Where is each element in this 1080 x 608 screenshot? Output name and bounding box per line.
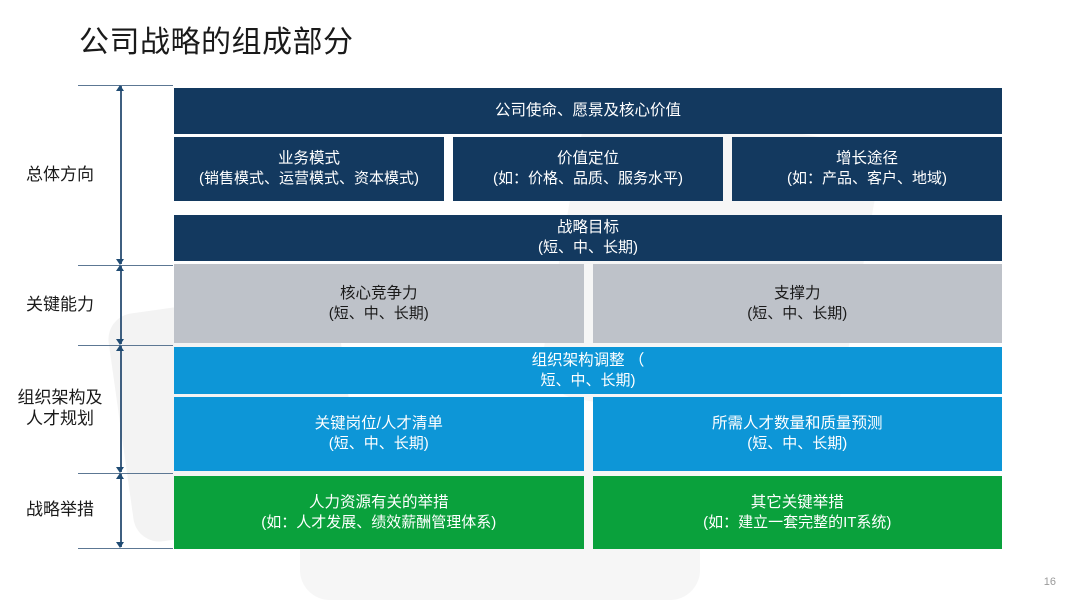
matrix-row-mission: 公司使命、愿景及核心价值 [174,88,1002,134]
cell-line-secondary: (短、中、长期) [538,239,638,256]
axis-range-arrow-key-capability [117,265,124,345]
cell-line-primary: 业务模式 [277,150,340,167]
axis-tick [78,85,173,86]
cell-line-secondary: (短、中、长期) [328,304,429,322]
axis-range-arrow-overall-direction [117,85,124,265]
cell-line-secondary: (如：建立一套完整的IT系统) [703,513,892,531]
cell-line-primary: 核心竞争力 [339,284,418,302]
axis-tick [78,548,173,549]
category-axis: 总体方向 关键能力 组织架构及 人才规划 战略举措 [18,85,173,555]
matrix-cell-support-capability[interactable]: 支撑力 (短、中、长期) [592,264,1002,343]
matrix-cell-core-competence[interactable]: 核心竞争力 (短、中、长期) [174,264,584,343]
matrix-cell-hr-initiatives[interactable]: 人力资源有关的举措 (如：人才发展、绩效薪酬管理体系) [174,476,584,549]
strategy-matrix: 公司使命、愿景及核心价值 业务模式 (销售模式、运营模式、资本模式) 价值定位 … [174,88,1002,549]
cell-gap [584,264,593,343]
cell-line-primary: 其它关键举措 [750,493,844,511]
axis-label-key-capability: 关键能力 [26,295,94,314]
axis-label-initiatives: 战略举措 [26,500,94,519]
cell-line-secondary: (如：价格、品质、服务水平) [493,170,683,187]
cell-line-primary: 人力资源有关的举措 [308,493,449,511]
matrix-row-initiatives: 人力资源有关的举措 (如：人才发展、绩效薪酬管理体系) 其它关键举措 (如：建立… [174,476,1002,549]
axis-tick [78,345,173,346]
axis-range-arrow-initiatives [117,473,124,548]
matrix-cell-growth-path[interactable]: 增长途径 (如：产品、客户、地域) [732,137,1002,201]
cell-gap [584,476,593,549]
matrix-row-org-adjustment: 组织架构调整 （ 短、中、长期) [174,347,1002,394]
cell-line-primary: 所需人才数量和质量预测 [711,415,883,432]
cell-gap [723,137,732,201]
matrix-cell-org-adjustment[interactable]: 组织架构调整 （ 短、中、长期) [174,347,1002,394]
cell-line-secondary: (销售模式、运营模式、资本模式) [199,170,419,187]
cell-line-primary: 战略目标 [556,219,619,236]
page-title: 公司战略的组成部分 [79,26,354,59]
cell-line-primary: 支撑力 [773,284,821,302]
matrix-cell-strategic-goals[interactable]: 战略目标 (短、中、长期) [174,215,1002,261]
matrix-row-direction: 业务模式 (销售模式、运营模式、资本模式) 价值定位 (如：价格、品质、服务水平… [174,137,1002,201]
axis-label-organization: 组织架构及 人才规划 [17,388,103,428]
cell-line-secondary: (如：人才发展、绩效薪酬管理体系) [261,513,497,531]
axis-range-arrow-organization [117,345,124,473]
cell-line-secondary: (短、中、长期) [328,435,429,452]
cell-gap [444,137,453,201]
matrix-row-capability: 核心竞争力 (短、中、长期) 支撑力 (短、中、长期) [174,264,1002,343]
matrix-cell-talent-forecast[interactable]: 所需人才数量和质量预测 (短、中、长期) [592,397,1002,471]
axis-label-overall-direction: 总体方向 [26,165,94,184]
cell-line-secondary: 短、中、长期) [540,371,636,389]
axis-tick [78,265,173,266]
matrix-cell-mission[interactable]: 公司使命、愿景及核心价值 [174,88,1002,134]
matrix-cell-value-position[interactable]: 价值定位 (如：价格、品质、服务水平) [453,137,723,201]
matrix-cell-other-initiatives[interactable]: 其它关键举措 (如：建立一套完整的IT系统) [592,476,1002,549]
matrix-row-strategic-goals: 战略目标 (短、中、长期) [174,215,1002,261]
cell-line-primary: 组织架构调整 （ [531,351,645,369]
cell-line-primary: 关键岗位/人才清单 [314,415,443,432]
matrix-cell-key-positions[interactable]: 关键岗位/人才清单 (短、中、长期) [174,397,584,471]
cell-line-secondary: (短、中、长期) [747,435,848,452]
matrix-row-talent: 关键岗位/人才清单 (短、中、长期) 所需人才数量和质量预测 (短、中、长期) [174,397,1002,471]
axis-tick [78,473,173,474]
cell-line-primary: 增长途径 [835,150,898,167]
cell-gap [584,397,593,471]
cell-line-secondary: (短、中、长期) [747,304,848,322]
cell-line-primary: 公司使命、愿景及核心价值 [494,102,681,119]
slide-page-number: 16 [1043,576,1056,588]
cell-line-secondary: (如：产品、客户、地域) [787,170,947,187]
cell-line-primary: 价值定位 [556,150,619,167]
matrix-cell-business-model[interactable]: 业务模式 (销售模式、运营模式、资本模式) [174,137,444,201]
